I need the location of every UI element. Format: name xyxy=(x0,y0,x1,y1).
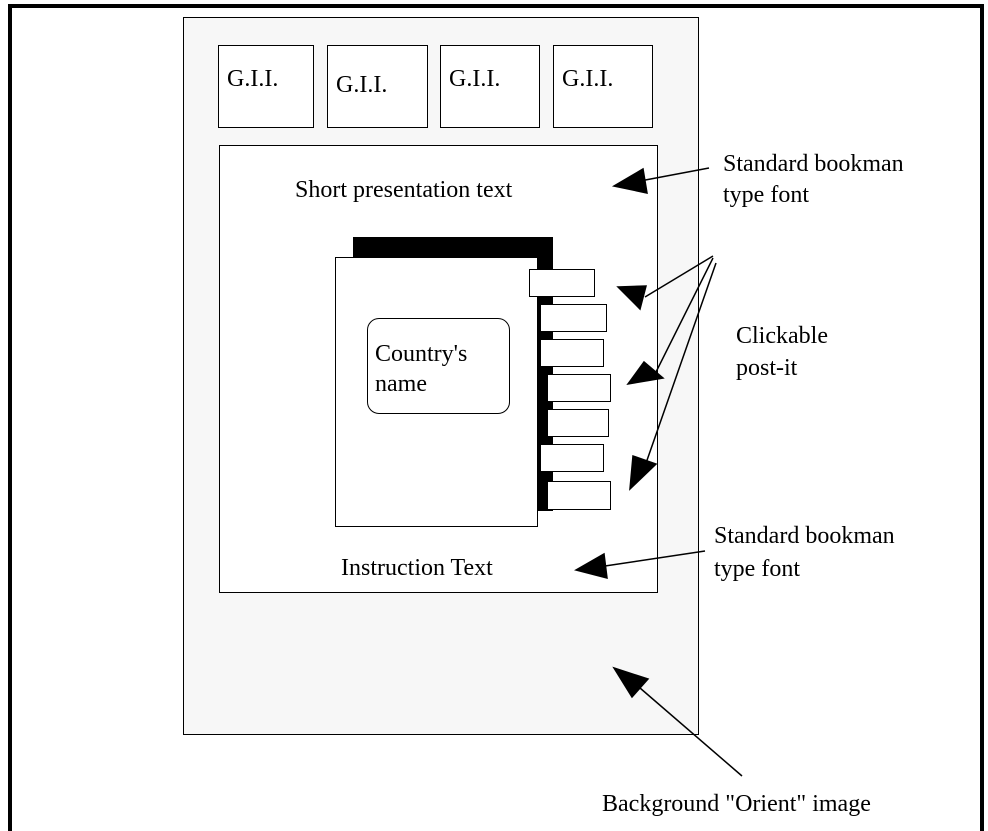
post-it-tab[interactable] xyxy=(529,269,595,297)
post-it-tab[interactable] xyxy=(540,444,604,472)
arrow-line xyxy=(644,255,714,298)
country-name: Country's name xyxy=(375,341,468,397)
country-name-box: Country's name xyxy=(367,318,510,414)
gii-tile-label: G.I.I. xyxy=(336,72,388,98)
arrow-head xyxy=(574,552,608,580)
arrow-head xyxy=(616,285,647,311)
gii-tile-3[interactable]: G.I.I. xyxy=(440,45,540,128)
font-note-top-line1: Standard bookman xyxy=(723,151,904,177)
post-it-tab[interactable] xyxy=(547,409,609,437)
clickable-note-line1: Clickable xyxy=(736,323,828,349)
diagram-frame xyxy=(8,4,984,831)
clickable-note-line2: post-it xyxy=(736,355,798,381)
arrow-head xyxy=(611,167,648,194)
gii-tile-1[interactable]: G.I.I. xyxy=(218,45,314,128)
presentation-text: Short presentation text xyxy=(295,177,513,203)
arrow-line xyxy=(639,167,710,182)
arrow-head xyxy=(629,454,658,491)
font-note-bottom-line1: Standard bookman xyxy=(714,523,895,549)
arrow-line xyxy=(639,687,743,777)
arrow-line xyxy=(604,550,706,567)
arrow-line xyxy=(644,262,717,467)
gii-tile-label: G.I.I. xyxy=(449,66,501,92)
post-it-tab[interactable] xyxy=(547,481,611,510)
background-note: Background "Orient" image xyxy=(602,791,871,817)
arrow-head xyxy=(612,666,650,699)
gii-tile-4[interactable]: G.I.I. xyxy=(553,45,653,128)
instruction-text: Instruction Text xyxy=(341,555,493,581)
post-it-tab[interactable] xyxy=(540,304,607,332)
arrow-head xyxy=(626,360,665,386)
post-it-tab[interactable] xyxy=(540,339,604,367)
gii-tile-2[interactable]: G.I.I. xyxy=(327,45,428,128)
font-note-top-line2: type font xyxy=(723,182,809,208)
gii-tile-label: G.I.I. xyxy=(562,66,614,92)
arrow-line xyxy=(654,257,714,375)
font-note-bottom-line2: type font xyxy=(714,556,800,582)
gii-tile-label: G.I.I. xyxy=(227,66,279,92)
post-it-tab[interactable] xyxy=(547,374,611,402)
